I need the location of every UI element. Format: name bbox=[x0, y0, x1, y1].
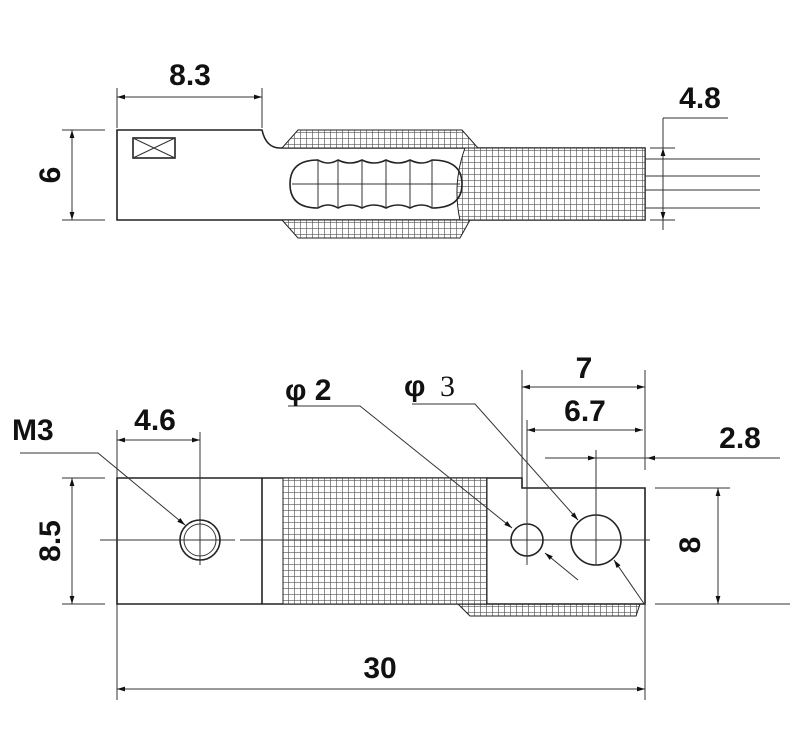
label-box-icon bbox=[132, 137, 176, 159]
dim-6-7: 6.7 bbox=[564, 395, 606, 428]
dim-2-8: 2.8 bbox=[719, 422, 761, 455]
top-right-mesh bbox=[456, 147, 646, 221]
dim-height-right: 8 bbox=[674, 537, 707, 554]
dim-top-height: 6 bbox=[34, 167, 67, 184]
top-lower-mesh bbox=[280, 219, 471, 239]
top-upper-mesh bbox=[280, 129, 480, 149]
label-phi2: φ 2 bbox=[285, 374, 331, 407]
bottom-mesh bbox=[282, 477, 488, 605]
dim-height-left: 8.5 bbox=[34, 520, 67, 562]
bottom-view: M3 φ 2 φ 3 4.6 7 6.7 2.8 8.5 8 30 bbox=[12, 352, 790, 700]
dim-tab-length: 8.3 bbox=[169, 59, 211, 92]
dim-m3-offset: 4.6 bbox=[134, 404, 176, 437]
label-phi3-value: 3 bbox=[440, 370, 455, 403]
dim-total-length: 30 bbox=[363, 652, 396, 685]
top-view: 8.3 6 4.8 bbox=[34, 59, 760, 239]
wires bbox=[645, 158, 760, 209]
dim-7: 7 bbox=[576, 352, 593, 385]
label-m3: M3 bbox=[12, 414, 54, 447]
bottom-step-mesh bbox=[456, 603, 641, 617]
dim-wire-bundle: 4.8 bbox=[679, 82, 721, 115]
label-phi3-symbol: φ bbox=[404, 370, 425, 403]
